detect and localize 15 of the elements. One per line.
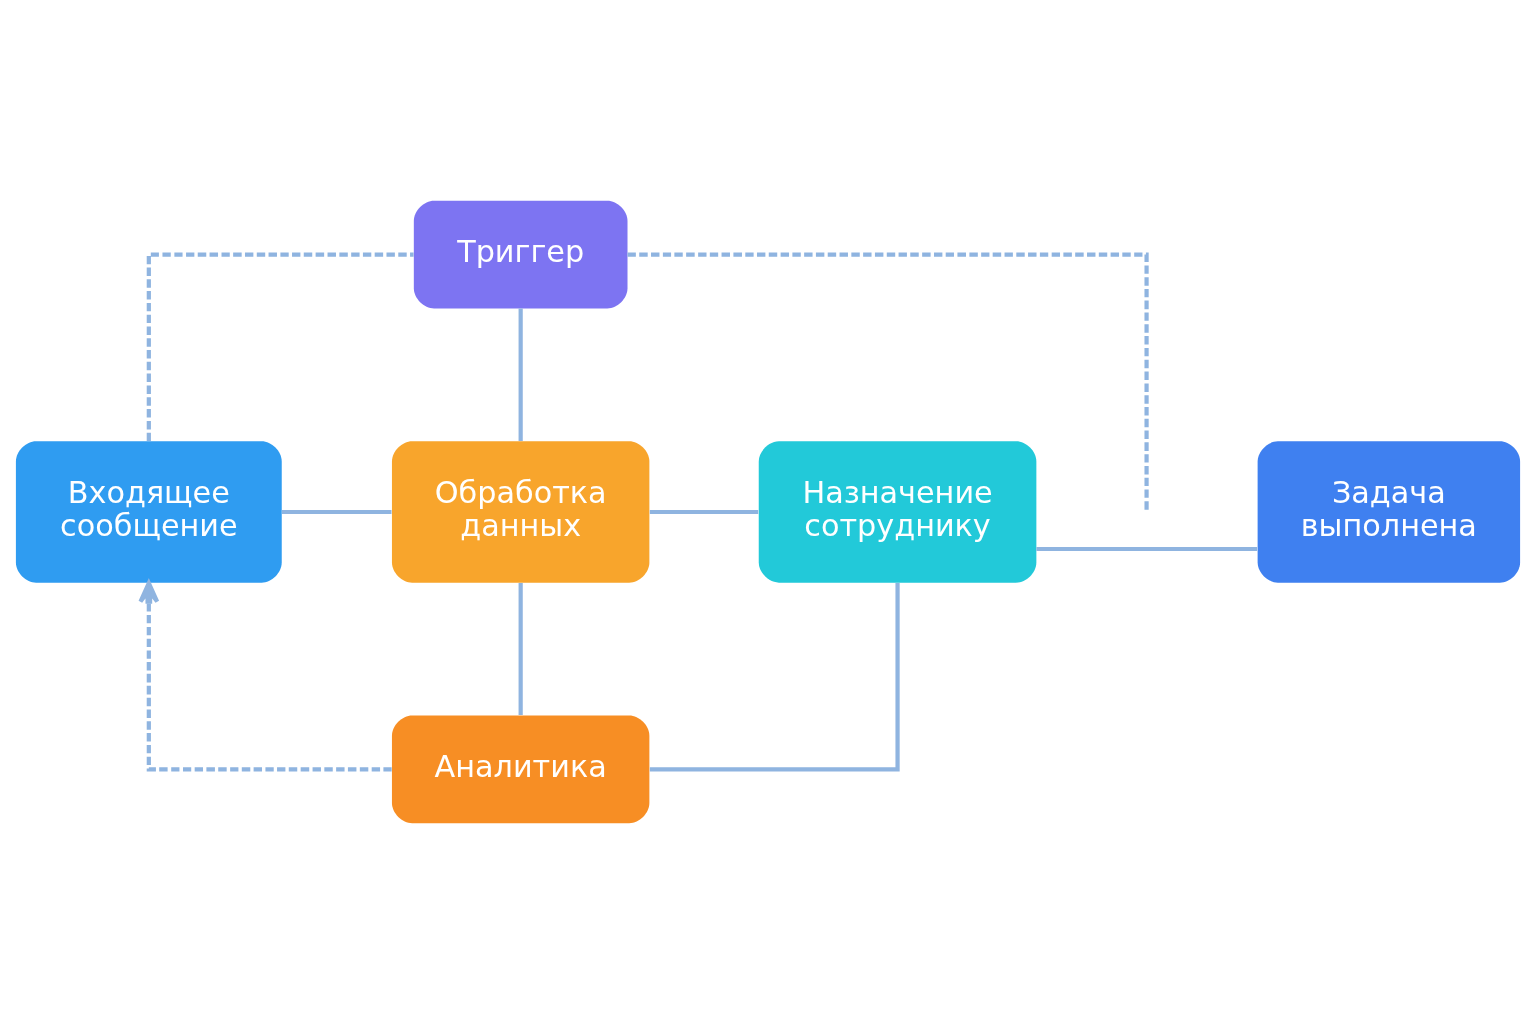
arrow	[138, 580, 392, 772]
connector	[518, 583, 523, 715]
connector	[146, 252, 414, 441]
node-box: Аналитика	[391, 715, 650, 824]
node-box: Задача выполнена	[1257, 441, 1521, 583]
connector	[1036, 546, 1258, 552]
connector	[649, 583, 900, 772]
connector	[282, 509, 392, 515]
node-box: Триггер	[413, 200, 628, 309]
node-box: Назначение сотруднику	[758, 441, 1037, 583]
connector	[627, 252, 1149, 511]
connector	[649, 509, 759, 515]
node-box: Обработка данных	[391, 441, 650, 583]
connector	[518, 308, 523, 441]
node-box: Входящее сообщение	[15, 441, 282, 583]
